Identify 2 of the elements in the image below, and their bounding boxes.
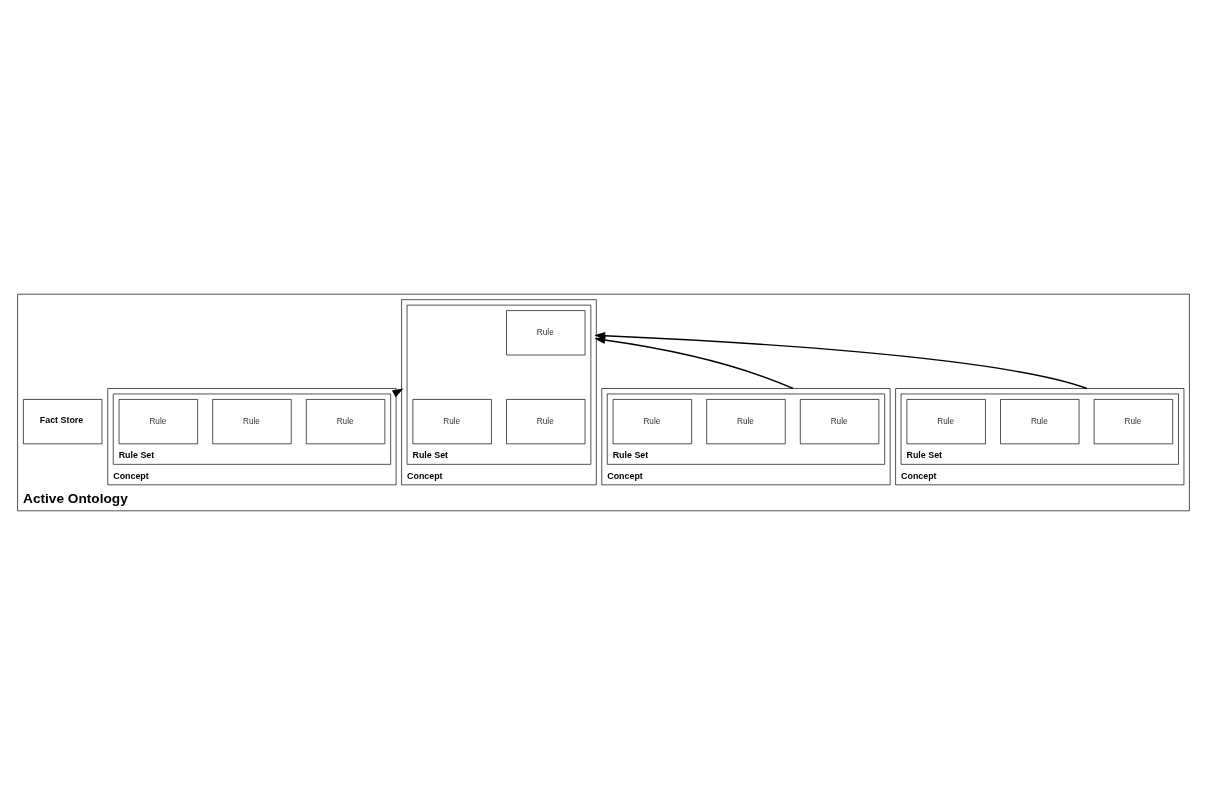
arrow [594, 336, 794, 390]
node-box: Fact Store [23, 399, 103, 445]
